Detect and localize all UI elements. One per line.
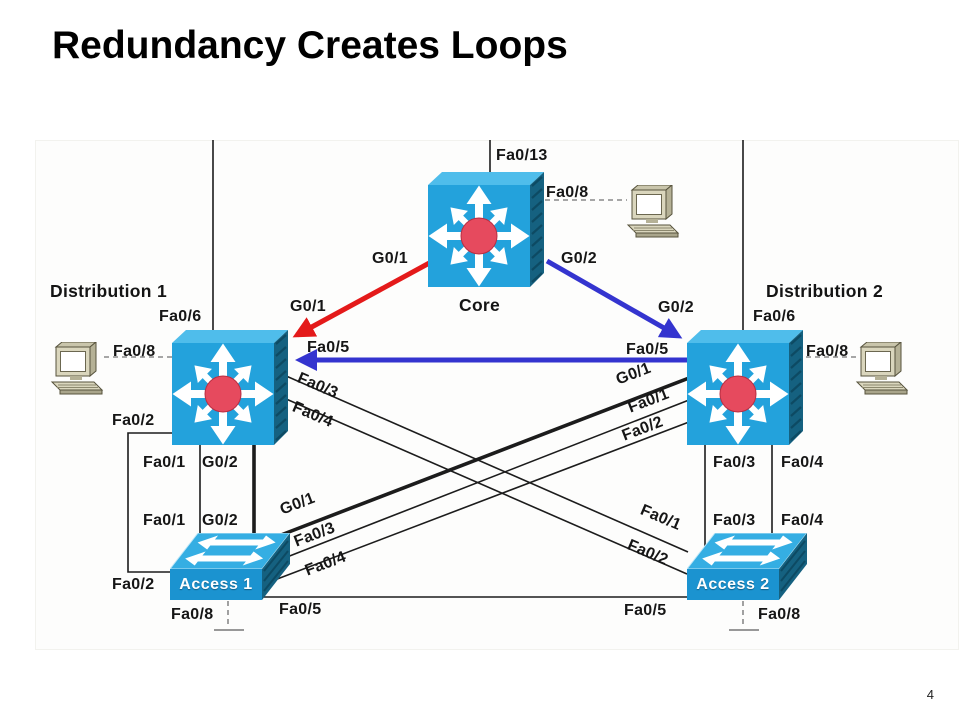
gigabit-lines (252, 376, 690, 549)
core-label: Core (459, 295, 501, 315)
distribution1-switch-icon (172, 330, 288, 445)
core-switch-icon (428, 172, 544, 287)
distribution1-label: Distribution 1 (50, 281, 167, 301)
pc-icon-core (627, 185, 679, 238)
access2-label: Access 2 (696, 576, 770, 593)
pc-icon-dist2 (856, 342, 908, 395)
uplink-lines (212, 140, 744, 338)
distribution2-switch-icon (687, 330, 803, 445)
pc-icon-dist1 (51, 342, 103, 395)
dashed-host-lines (104, 199, 856, 628)
loop-arrow-core-to-dist1 (292, 258, 435, 338)
page-number: 4 (926, 687, 934, 702)
loop-arrow-core-to-dist2 (545, 258, 683, 339)
access1-label: Access 1 (179, 576, 253, 593)
slide-title: Redundancy Creates Loops (52, 24, 568, 67)
distribution2-label: Distribution 2 (766, 281, 883, 301)
